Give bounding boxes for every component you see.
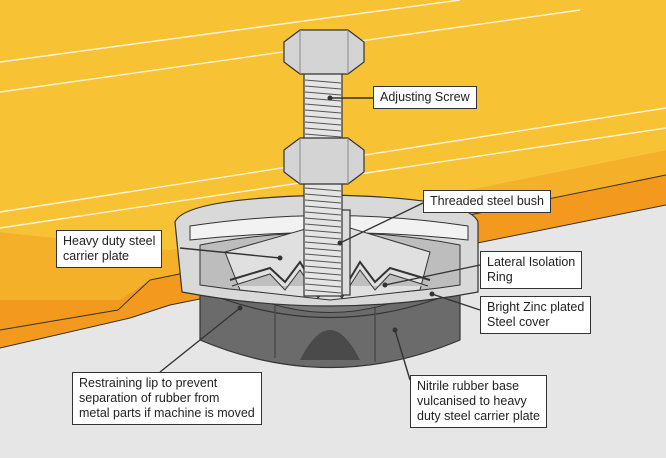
label-adjusting-screw: Adjusting Screw — [373, 86, 477, 109]
label-line: separation of rubber from — [79, 391, 220, 405]
label-line: carrier plate — [63, 249, 129, 263]
label-line: Adjusting Screw — [380, 90, 470, 104]
thread-line — [304, 229, 342, 234]
thread-line — [304, 205, 342, 210]
thread-line — [304, 199, 342, 204]
label-zinc-cover: Bright Zinc plated Steel cover — [480, 296, 592, 334]
lock-nut — [283, 137, 365, 185]
thread-line — [304, 121, 342, 126]
leader-dots — [237, 95, 435, 333]
thread-line — [304, 247, 342, 252]
thread-line — [304, 193, 342, 198]
thread-line — [304, 97, 342, 102]
thread-line — [304, 109, 342, 114]
label-rubber-base: Nitrile rubber base vulcanised to heavy … — [410, 375, 547, 428]
thread-line — [304, 133, 342, 138]
label-line: Restraining lip to prevent — [79, 376, 218, 390]
label-line: Steel cover — [487, 315, 550, 329]
label-carrier-plate: Heavy duty steel carrier plate — [56, 230, 163, 268]
thread-line — [304, 265, 342, 270]
thread-line — [304, 91, 342, 96]
label-line: Heavy duty steel — [63, 234, 156, 248]
thread-line — [304, 115, 342, 120]
thread-line — [304, 253, 342, 258]
label-restraining-lip: Restraining lip to prevent separation of… — [72, 372, 262, 425]
thread-line — [304, 103, 342, 108]
thread-line — [304, 283, 342, 288]
thread-line — [304, 235, 342, 240]
leader-lines — [159, 97, 481, 381]
label-line: Lateral Isolation — [487, 255, 576, 269]
label-line: Bright Zinc plated — [487, 300, 585, 314]
label-line: Nitrile rubber base — [417, 379, 520, 393]
thread-line — [304, 289, 342, 294]
label-line: metal parts if machine is moved — [79, 406, 255, 420]
thread-line — [304, 259, 342, 264]
thread-line — [304, 85, 342, 90]
thread-line — [304, 223, 342, 228]
thread-line — [304, 271, 342, 276]
label-line: duty steel carrier plate — [417, 409, 540, 423]
thread-line — [304, 211, 342, 216]
thread-line — [304, 277, 342, 282]
thread-line — [304, 79, 342, 84]
label-isolation-ring: Lateral Isolation Ring — [480, 251, 583, 289]
thread-line — [304, 217, 342, 222]
thread-line — [304, 127, 342, 132]
label-line: vulcanised to heavy — [417, 394, 527, 408]
hex-nut — [283, 29, 365, 75]
label-line: Threaded steel bush — [430, 194, 544, 208]
thread-line — [304, 241, 342, 246]
label-line: Ring — [487, 270, 513, 284]
thread-line — [304, 187, 342, 192]
label-threaded-bush: Threaded steel bush — [423, 190, 551, 213]
